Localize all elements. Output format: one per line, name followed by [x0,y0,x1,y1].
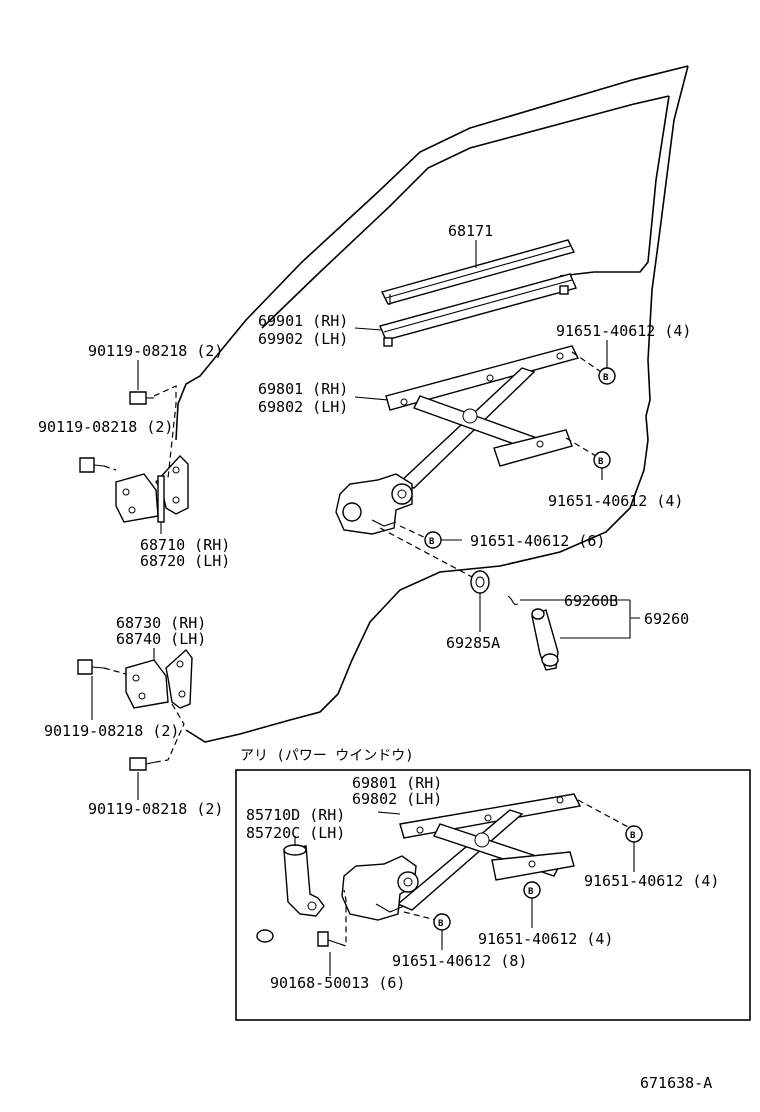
door-hinge-lower [125,648,193,709]
bolt-line-gear [399,525,427,539]
label-90119-a: 90119-08218 (2) [88,342,223,360]
door-panel-outline [175,65,689,743]
bolt-callout-b2: B [593,451,611,469]
label-90119-b: 90119-08218 (2) [38,418,173,436]
label-68710: 68710 (RH) [140,536,230,554]
hinge-lower-dashed [103,667,185,763]
label-69802: 69802 (LH) [258,398,348,416]
svg-text:B: B [598,457,604,467]
label-91651-box-c: 91651-40612 (8) [392,952,527,970]
hinge-bolt-1 [129,391,154,405]
svg-text:B: B [429,537,435,547]
label-68720: 68720 (LH) [140,552,230,570]
label-69801-box: 69801 (RH) [352,774,442,792]
regulator-handle [507,595,559,671]
glass-run-channel-upper [380,239,576,305]
motor-dashed-line [339,889,347,947]
power-window-motor [256,844,325,943]
label-91651-c: 91651-40612 (6) [470,532,605,550]
label-69801: 69801 (RH) [258,380,348,398]
box-bolt-callout-b3: B [433,913,451,931]
svg-text:B: B [528,887,534,897]
label-90119-d: 90119-08218 (2) [88,800,223,818]
power-window-box [235,769,751,1021]
hinge-bolt-4 [129,757,157,771]
hinge-bolt-2 [79,457,105,473]
label-90119-c: 90119-08218 (2) [44,722,179,740]
label-69285A: 69285A [446,634,500,652]
door-hinge-upper [115,454,189,523]
svg-text:B: B [603,373,609,383]
label-85720C: 85720C (LH) [246,824,345,842]
label-85710D: 85710D (RH) [246,806,345,824]
bolt-line-mid [565,437,597,457]
label-69260B: 69260B [564,592,618,610]
label-91651-box-b: 91651-40612 (4) [478,930,613,948]
leader-69901 [354,327,383,331]
drawing-number: 671638-A [640,1074,712,1092]
label-91651-box-a: 91651-40612 (4) [584,872,719,890]
window-regulator-upper [335,345,580,535]
box-bolt-callout-b1: B [625,825,643,843]
leader-69801 [354,396,389,401]
box-bolt-callout-b2: B [523,881,541,899]
box-bolt-line-1 [577,799,631,829]
box-bolt-line-3 [403,911,437,921]
label-69902: 69902 (LH) [258,330,348,348]
label-90168: 90168-50013 (6) [270,974,405,992]
handle-axis-line [379,527,475,579]
svg-text:B: B [630,831,636,841]
label-68171: 68171 [448,222,493,240]
motor-screw [317,931,341,947]
regulator-handle-washer [470,570,490,594]
bolt-line-top [571,351,605,375]
label-91651-b: 91651-40612 (4) [548,492,683,510]
window-regulator-power [341,793,582,921]
power-window-box-title: アリ (パワー ウインドウ) [240,748,414,764]
label-68740: 68740 (LH) [116,630,206,648]
label-91651-a: 91651-40612 (4) [556,322,691,340]
hinge-bolt-3 [77,659,105,675]
leader-69801-box [377,811,401,815]
bolt-callout-b3: B [424,531,442,549]
bolt-callout-b1: B [598,367,616,385]
leader-69260 [520,599,640,639]
hinge-upper-dashed [103,385,177,479]
svg-text:B: B [438,919,444,929]
label-68730: 68730 (RH) [116,614,206,632]
label-69260: 69260 [644,610,689,628]
glass-run-channel-lower [379,273,577,347]
label-69901: 69901 (RH) [258,312,348,330]
label-69802-box: 69802 (LH) [352,790,442,808]
